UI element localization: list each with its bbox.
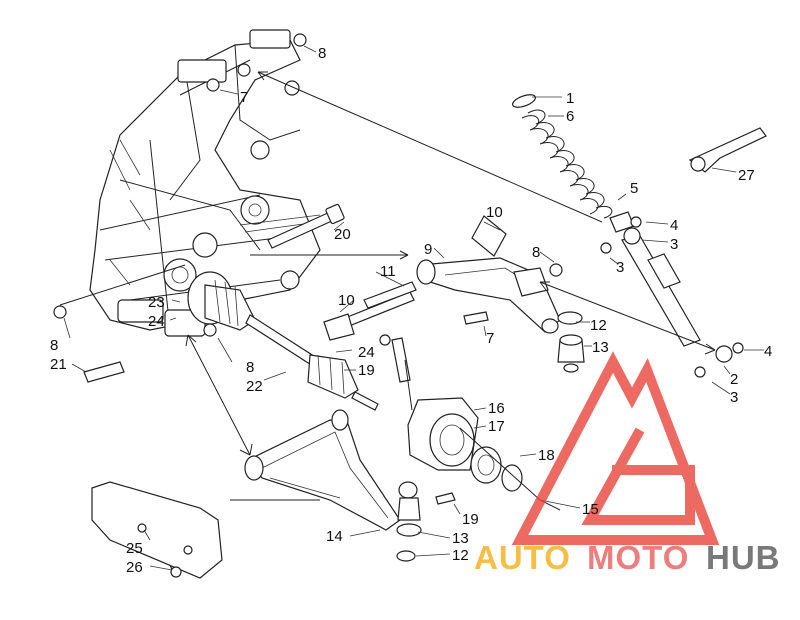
callout-label: 3 [730,389,738,406]
callout-label: 21 [50,356,67,373]
callout-label: 16 [488,400,505,417]
callout-label: 14 [326,528,343,545]
callout-label: 13 [452,530,469,547]
watermark-text: AUTO MOTO HUB [474,539,781,576]
callout-label: 2 [730,371,738,388]
steering-knuckle [407,397,479,471]
callout-label: 27 [738,167,755,184]
upper-ball-joint [557,311,585,373]
callout-label: 18 [538,447,555,464]
callout-label: 24 [358,344,375,361]
callout-label: 19 [358,362,375,379]
callout-label: 3 [616,259,624,276]
callout-label: 20 [334,226,351,243]
callout-label: 6 [566,108,574,125]
snap-ring [501,464,523,492]
callout-label: 8 [246,359,254,376]
callout-label: 8 [50,337,58,354]
shock-absorber [600,211,744,378]
cv-axle [187,271,379,411]
leader-lines [63,45,764,571]
callout-label: 24 [148,313,165,330]
watermark-logo [511,351,720,545]
callout-label: 4 [670,217,678,234]
callout-label: 13 [592,339,609,356]
watermark-word-hub: HUB [706,539,781,576]
callout-label: 11 [380,263,396,280]
callout-label: 26 [126,559,143,576]
stabilizer-link [688,127,767,173]
callout-label: 12 [452,547,469,564]
callout-label: 10 [338,292,355,309]
callout-label: 8 [318,45,326,62]
callout-label: 9 [424,241,432,258]
callout-label: 10 [486,204,503,221]
long-bolt [267,203,345,249]
callout-label: 8 [532,244,540,261]
callout-label: 22 [246,378,263,395]
hub-bearing [470,446,502,484]
assembly-guide-lines [59,71,716,511]
coil-spring [511,94,613,219]
watermark-word-auto: AUTO [474,539,571,576]
watermark-word-moto: MOTO [587,539,689,576]
callout-label: 12 [590,317,607,334]
fasteners [53,33,563,346]
callout-label: 19 [462,511,479,528]
callout-label: 23 [148,294,165,311]
skid-plate [91,481,223,579]
callout-label: 3 [670,236,678,253]
callout-label: 5 [630,180,638,197]
frame-assembly [89,29,321,337]
callout-label: 15 [582,501,599,518]
callout-label: 7 [240,89,248,106]
callout-label: 7 [486,330,494,347]
callout-label: 1 [566,90,574,107]
pivot-tube [323,215,507,341]
upper-a-arm [416,257,561,334]
callout-label: 17 [488,418,505,435]
lower-a-arm [244,409,401,531]
lower-ball-joint [396,481,422,562]
callout-label: 4 [764,343,772,360]
callout-label: 25 [126,540,143,557]
callout-labels: 8 7 1 6 27 5 4 3 3 10 20 9 8 11 10 12 7 … [50,45,772,576]
